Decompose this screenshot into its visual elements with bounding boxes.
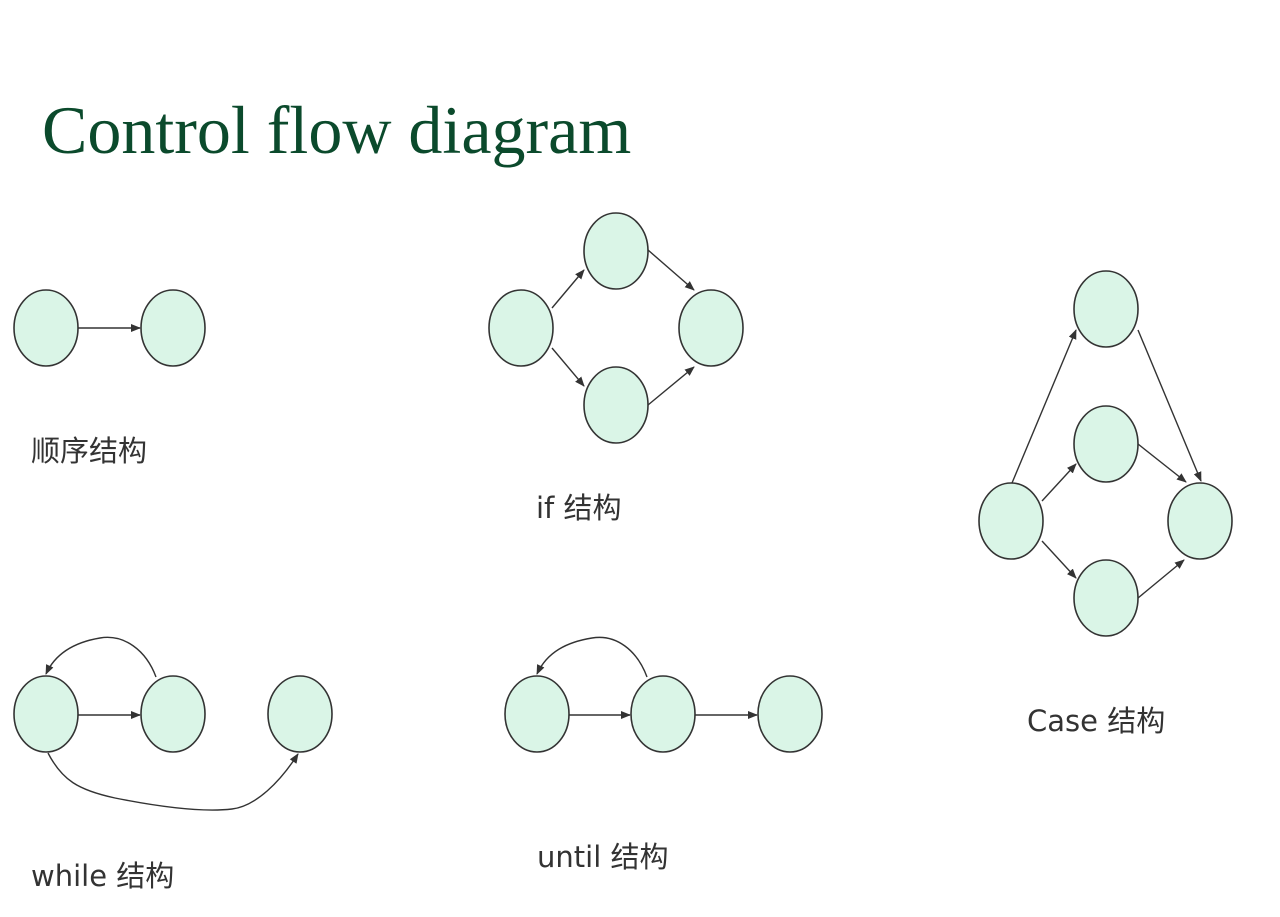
until-structure-caption: until 结构 [537,840,669,874]
if-node-1 [488,289,554,367]
if-structure-caption: if 结构 [536,491,622,525]
if-edge-1-2 [551,269,585,309]
while-loop-back-edge [45,636,157,678]
until-node-1 [504,675,570,753]
if-node-2 [583,212,649,290]
case-edge-3-5 [1137,443,1187,483]
sequence-node-2 [140,289,206,367]
case-node-3 [1073,405,1139,483]
sequence-node-1 [13,289,79,367]
case-node-5 [1167,482,1233,560]
while-node-2 [140,675,206,753]
if-structure [488,212,744,444]
until-structure [504,636,823,753]
if-edge-2-4 [647,249,695,291]
case-edge-1-2 [1011,329,1077,484]
case-node-4 [1073,559,1139,637]
case-structure-caption: Case 结构 [1027,704,1166,738]
while-structure [13,636,333,811]
case-node-1 [978,482,1044,560]
case-edge-1-3 [1041,463,1077,502]
while-exit-edge [47,752,299,811]
if-edge-3-4 [647,366,695,406]
if-edge-1-3 [551,347,585,387]
until-node-2 [630,675,696,753]
page-title: Control flow diagram [42,92,632,168]
case-node-2 [1073,270,1139,348]
while-node-3 [267,675,333,753]
if-node-4 [678,289,744,367]
case-structure [978,270,1233,637]
sequence-structure [13,289,206,367]
case-edge-1-4 [1041,540,1077,579]
case-edge-4-5 [1137,559,1185,599]
until-node-3 [757,675,823,753]
while-structure-caption: while 结构 [31,859,175,893]
while-node-1 [13,675,79,753]
if-node-3 [583,366,649,444]
sequence-structure-caption: 顺序结构 [31,434,148,468]
case-edge-2-5 [1137,329,1202,482]
until-loop-back-edge [536,636,648,678]
